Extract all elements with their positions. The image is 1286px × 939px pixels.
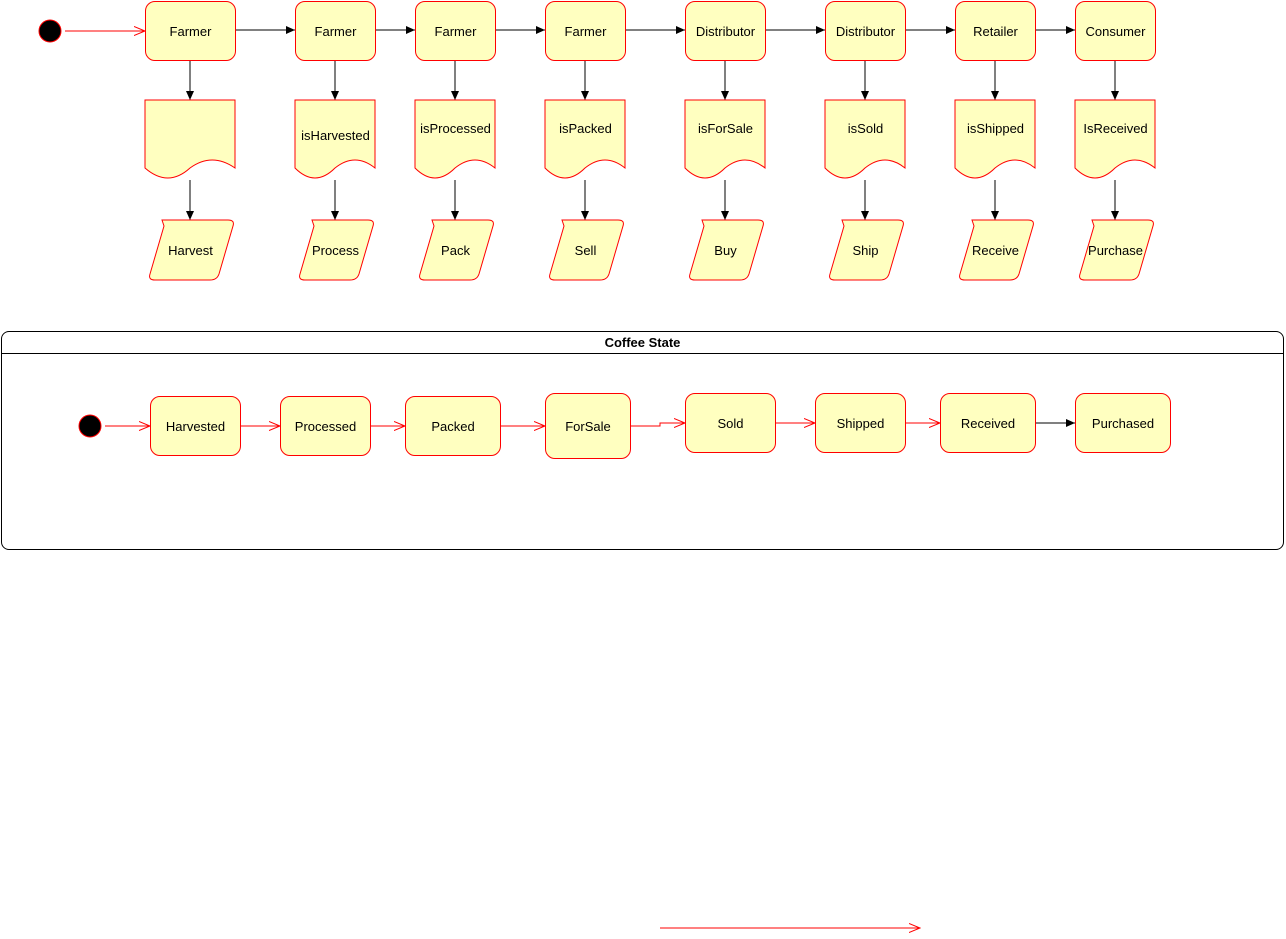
action-parallelogram-shape: [299, 219, 374, 281]
actor-box-farmer[interactable]: Farmer: [415, 1, 496, 61]
action-parallelogram-shape: [149, 219, 234, 281]
state-processed[interactable]: Processed: [280, 396, 371, 456]
condition-label[interactable]: isShipped: [966, 121, 1025, 136]
action-label[interactable]: Sell: [574, 242, 597, 258]
action-parallelogram-shape: [829, 219, 904, 281]
actor-box-retailer[interactable]: Retailer: [955, 1, 1036, 61]
state-harvested[interactable]: Harvested: [150, 396, 241, 456]
action-label[interactable]: Pack: [441, 242, 470, 258]
condition-label[interactable]: isPacked: [559, 121, 612, 136]
action-parallelogram-shape: [549, 219, 624, 281]
state-packed[interactable]: Packed: [405, 396, 501, 456]
action-parallelogram-shape: [689, 219, 764, 281]
action-label[interactable]: Receive: [972, 242, 1019, 258]
actor-box-farmer[interactable]: Farmer: [545, 1, 626, 61]
state-shipped[interactable]: Shipped: [815, 393, 906, 453]
action-parallelogram-shape: [959, 219, 1034, 281]
actor-box-farmer[interactable]: Farmer: [295, 1, 376, 61]
condition-document-shape: [684, 99, 766, 179]
condition-label[interactable]: isProcessed: [420, 121, 491, 136]
action-label[interactable]: Purchase: [1088, 242, 1143, 258]
state-transition: [630, 423, 685, 426]
condition-label[interactable]: isSold: [847, 121, 884, 136]
start-node: [38, 19, 62, 43]
action-parallelogram-shape: [1079, 219, 1154, 281]
state-forsale[interactable]: ForSale: [545, 393, 631, 459]
state-sold[interactable]: Sold: [685, 393, 776, 453]
actor-box-distributor[interactable]: Distributor: [825, 1, 906, 61]
action-parallelogram-shape: [419, 219, 494, 281]
state-machine-title: Coffee State: [2, 332, 1283, 354]
actor-box-consumer[interactable]: Consumer: [1075, 1, 1156, 61]
condition-document-shape: [544, 99, 626, 179]
condition-document-shape: [954, 99, 1036, 179]
state-received[interactable]: Received: [940, 393, 1036, 453]
condition-document-shape: [144, 99, 236, 179]
actor-box-distributor[interactable]: Distributor: [685, 1, 766, 61]
state-purchased[interactable]: Purchased: [1075, 393, 1171, 453]
condition-document-shape: [414, 99, 496, 179]
condition-document-shape: [824, 99, 906, 179]
condition-document-shape: [294, 99, 376, 179]
actor-box-farmer[interactable]: Farmer: [145, 1, 236, 61]
action-label[interactable]: Ship: [852, 242, 879, 258]
condition-label[interactable]: IsReceived: [1083, 121, 1148, 136]
action-label[interactable]: Process: [312, 242, 359, 258]
condition-document-shape: [1074, 99, 1156, 179]
action-label[interactable]: Harvest: [168, 242, 213, 258]
state-start-node: [78, 414, 102, 438]
action-label[interactable]: Buy: [714, 242, 737, 258]
condition-label[interactable]: isHarvested: [301, 128, 370, 143]
condition-label[interactable]: isForSale: [698, 121, 753, 136]
